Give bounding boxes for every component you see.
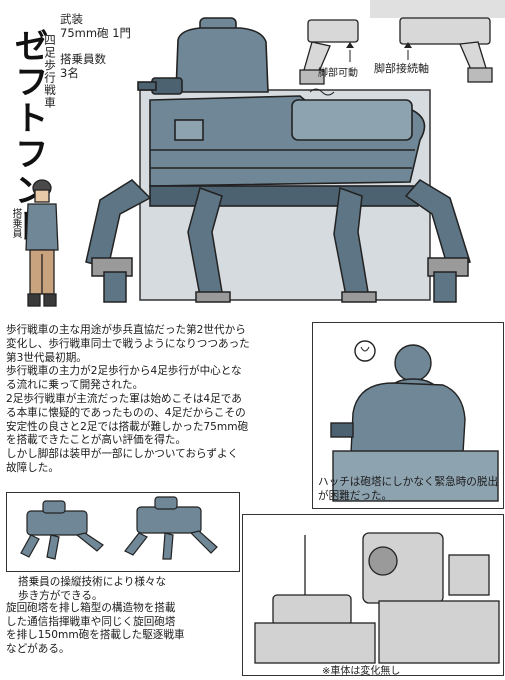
hatch-illustration — [330, 340, 499, 502]
variants-note: ※車体は変化無し — [322, 666, 401, 677]
crew-member-figure — [25, 179, 59, 307]
exhaust-lines — [309, 88, 335, 96]
vehicle-type-label: 四足歩行戦車 — [43, 34, 57, 109]
hatch-caption: ハッチは砲塔にしかなく緊急時の脱出 が困難だった。 — [318, 476, 499, 502]
variants-panel — [242, 514, 504, 676]
leg-axis-callout: 脚部接続軸 — [374, 62, 429, 75]
gait-caption: 搭乗員の操縦技術により様々な 歩き方ができる。 — [18, 576, 167, 602]
crew-count-value: 3名 — [60, 66, 79, 80]
hull — [149, 95, 426, 207]
leg-detail-inset — [299, 0, 505, 85]
armament-label: 武装 — [60, 12, 83, 26]
main-vehicle-illustration — [85, 17, 471, 303]
legs — [85, 179, 471, 303]
leg-movable-callout: 脚部可動 — [318, 68, 358, 79]
variants-illustration — [254, 532, 500, 664]
variants-caption: 旋回砲塔を排し箱型の構造物を搭載 した通信指揮戦車や同じく旋回砲塔 を排し150… — [6, 602, 185, 655]
hatch-panel — [312, 322, 504, 509]
description-paragraph: 歩行戦車の主な用途が歩兵直協だった第2世代から 変化し、歩行戦車同士で戦うように… — [6, 324, 250, 474]
crew-count-label: 搭乗員数 — [60, 52, 106, 66]
crew-figure-label: 搭乗員 — [10, 208, 21, 238]
gait-panel — [6, 492, 240, 572]
armament-value: 75mm砲 1門 — [60, 26, 132, 40]
turret — [137, 17, 269, 95]
gait-illustration — [20, 496, 218, 560]
